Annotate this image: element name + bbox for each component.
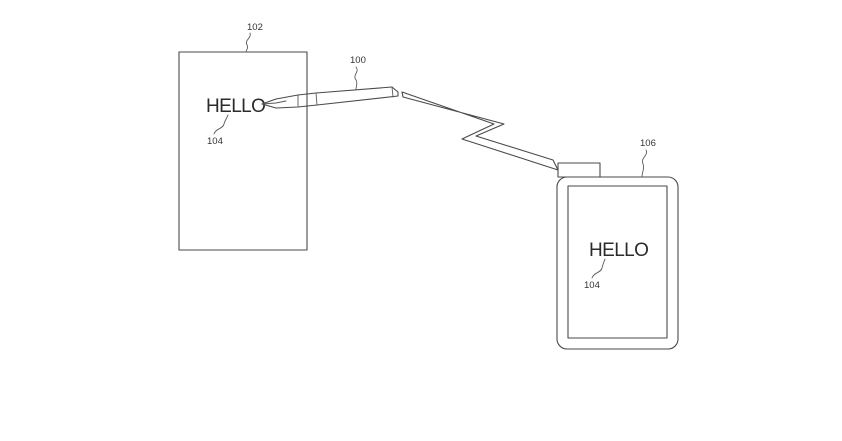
stylus-ref-label: 100 xyxy=(350,55,366,66)
device-screen xyxy=(567,185,668,339)
device-text-leader-line xyxy=(591,258,606,279)
device-hello-text: HELLO xyxy=(589,240,648,261)
writing-surface-leader-line xyxy=(245,32,251,53)
stylus-body xyxy=(261,86,399,109)
surface-text-ref-label: 104 xyxy=(207,136,223,147)
remote-device-ref-label: 106 xyxy=(640,138,656,149)
remote-device xyxy=(556,162,679,350)
lightning-bolt-icon xyxy=(401,91,559,171)
remote-device-leader-line xyxy=(641,149,648,178)
device-body xyxy=(556,176,679,350)
surface-hello-text: HELLO xyxy=(206,96,265,117)
stylus xyxy=(261,86,399,109)
writing-surface-ref-label: 102 xyxy=(247,22,263,33)
writing-surface xyxy=(178,51,308,251)
device-antenna-tab xyxy=(557,162,601,178)
surface-text-leader-line xyxy=(213,114,229,135)
stylus-leader-line xyxy=(354,66,358,91)
device-text-ref-label: 104 xyxy=(584,280,600,291)
